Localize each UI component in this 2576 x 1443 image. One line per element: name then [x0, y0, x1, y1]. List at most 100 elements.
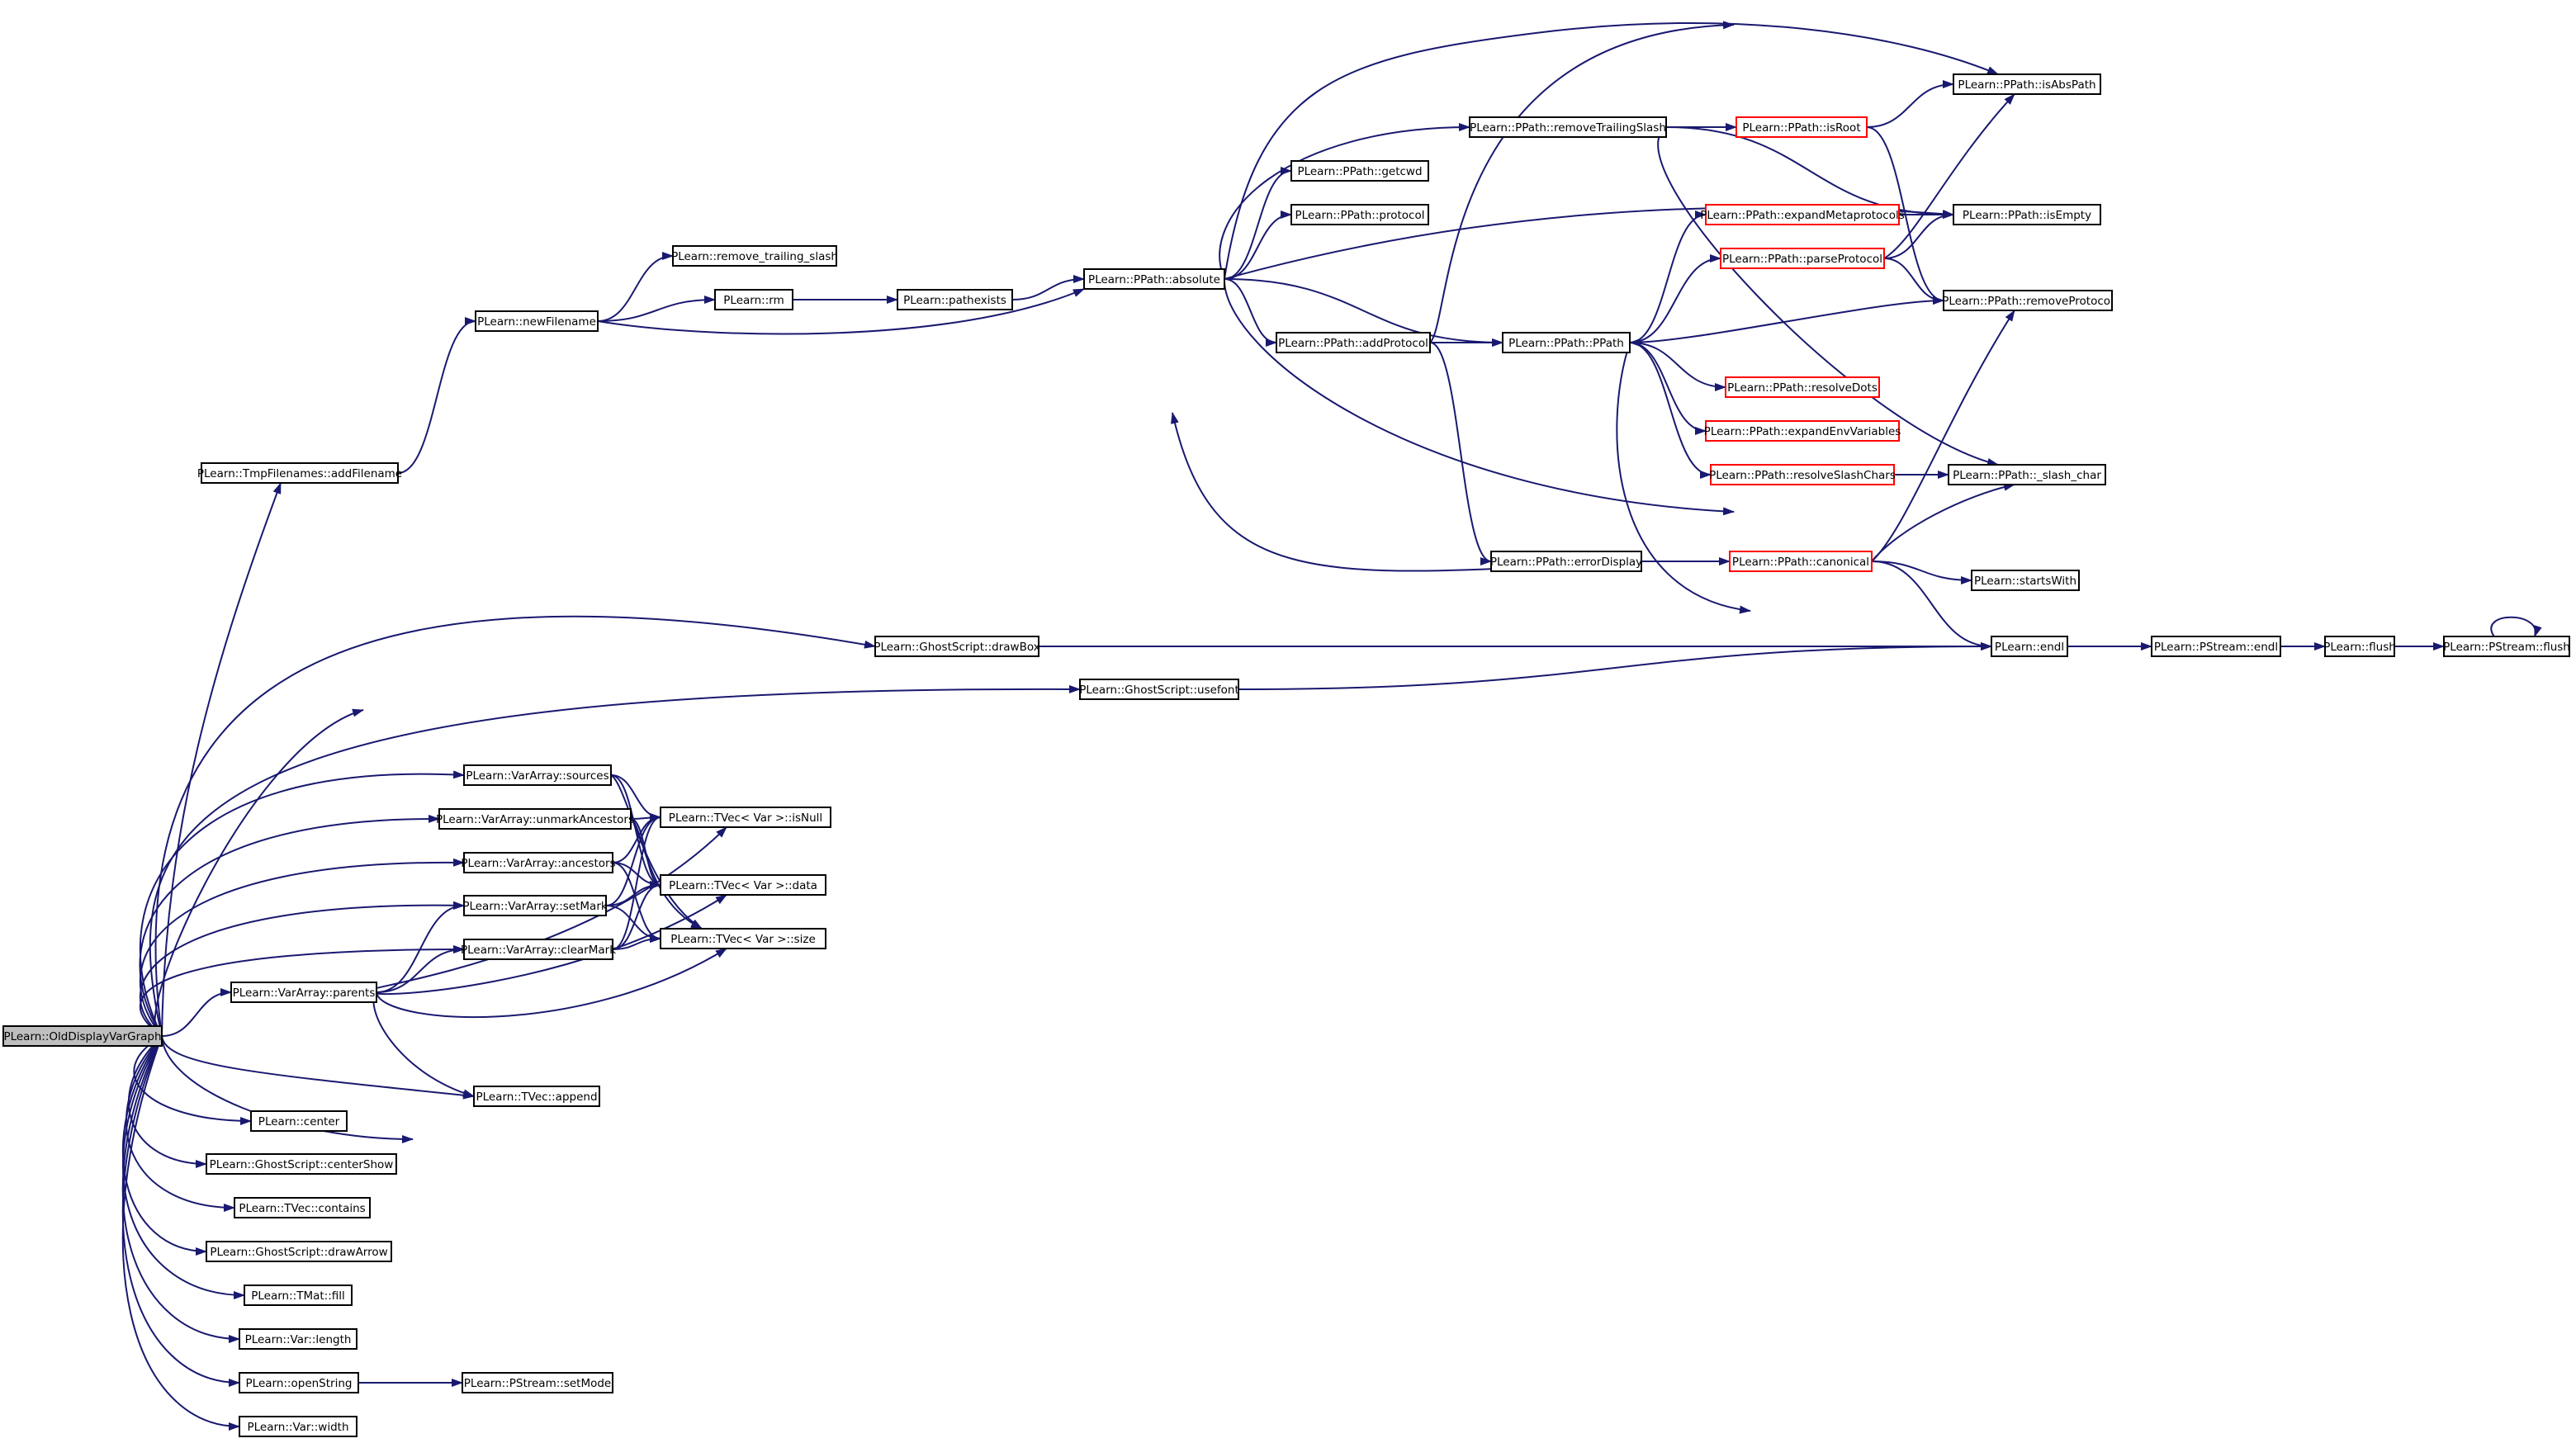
node-unmark[interactable]: PLearn::VarArray::unmarkAncestors	[436, 808, 634, 830]
edge-addprotocol-to-errordisplay	[1429, 342, 1492, 565]
node-label: PLearn::PPath::errorDisplay	[1490, 556, 1642, 569]
node-parents[interactable]: PLearn::VarArray::parents	[230, 982, 377, 1003]
node-contains[interactable]: PLearn::TVec::contains	[234, 1197, 371, 1218]
node-drawarrow[interactable]: PLearn::GhostScript::drawArrow	[206, 1241, 392, 1262]
node-data[interactable]: PLearn::TVec< Var >::data	[660, 874, 826, 896]
node-label: PLearn::flush	[2323, 641, 2396, 654]
node-label: PLearn::PStream::endl	[2154, 641, 2278, 654]
node-openstring[interactable]: PLearn::openString	[239, 1372, 359, 1393]
node-box	[660, 874, 826, 896]
node-center[interactable]: PLearn::center	[250, 1110, 348, 1132]
node-pathexists[interactable]: PLearn::pathexists	[897, 289, 1013, 310]
node-slashchar[interactable]: PLearn::PPath::_slash_char	[1948, 464, 2106, 485]
node-label: PLearn::TMat::fill	[251, 1289, 345, 1303]
node-label: PLearn::PPath::resolveSlashChars	[1709, 469, 1896, 482]
node-sources[interactable]: PLearn::VarArray::sources	[463, 764, 612, 786]
node-append[interactable]: PLearn::TVec::append	[473, 1086, 600, 1107]
node-flush[interactable]: PLearn::flush	[2323, 636, 2396, 657]
node-label: PLearn::PPath::protocol	[1295, 209, 1425, 222]
node-isempty[interactable]: PLearn::PPath::isEmpty	[1953, 204, 2101, 225]
node-size[interactable]: PLearn::TVec< Var >::size	[660, 928, 826, 949]
node-layer: PLearn::OldDisplayVarGraph PLearn::TmpFil…	[2, 73, 2570, 1437]
edge-old_display-to-ancestors	[139, 858, 465, 1037]
node-rm[interactable]: PLearn::rm	[714, 289, 793, 310]
node-box	[1953, 204, 2101, 225]
node-expandmeta[interactable]: PLearn::PPath::expandMetaprotocols	[1700, 204, 1905, 225]
node-label: PLearn::TVec< Var >::size	[670, 933, 816, 946]
node-label: PLearn::PPath::absolute	[1088, 273, 1220, 286]
edge-old_display-to-tmpfn_add	[161, 482, 282, 1037]
node-resolvedots[interactable]: PLearn::PPath::resolveDots	[1725, 376, 1880, 398]
node-ppath[interactable]: PLearn::PPath::PPath	[1502, 332, 1631, 353]
node-box	[2151, 636, 2281, 657]
node-varlength[interactable]: PLearn::Var::length	[239, 1328, 358, 1350]
node-box	[475, 310, 599, 332]
node-errordisplay[interactable]: PLearn::PPath::errorDisplay	[1490, 551, 1642, 572]
node-box	[1948, 464, 2106, 485]
edge-old_display-to-parents	[161, 988, 232, 1037]
node-canonical[interactable]: PLearn::PPath::canonical	[1729, 551, 1873, 572]
node-pstream_endl[interactable]: PLearn::PStream::endl	[2151, 636, 2281, 657]
node-protocol[interactable]: PLearn::PPath::protocol	[1290, 204, 1429, 225]
node-box	[239, 1416, 358, 1437]
node-usefont[interactable]: PLearn::GhostScript::usefont	[1079, 679, 1239, 700]
node-label: PLearn::pathexists	[903, 294, 1006, 307]
node-isroot[interactable]: PLearn::PPath::isRoot	[1735, 116, 1868, 138]
node-box	[1469, 116, 1667, 138]
node-label: PLearn::TVec::contains	[239, 1202, 365, 1215]
edge-parents-to-clearmark	[376, 945, 465, 993]
node-absolute[interactable]: PLearn::PPath::absolute	[1083, 268, 1225, 290]
node-newfilename[interactable]: PLearn::newFilename	[475, 310, 599, 332]
node-parseprotocol[interactable]: PLearn::PPath::parseProtocol	[1720, 248, 1885, 269]
node-resolveslash[interactable]: PLearn::PPath::resolveSlashChars	[1709, 464, 1896, 485]
node-tmatfill[interactable]: PLearn::TMat::fill	[244, 1285, 353, 1306]
node-ancestors[interactable]: PLearn::VarArray::ancestors	[461, 852, 616, 873]
node-label: PLearn::TmpFilenames::addFilename	[197, 467, 402, 480]
node-drawbox[interactable]: PLearn::GhostScript::drawBox	[874, 636, 1040, 657]
node-removeprotocol[interactable]: PLearn::PPath::removeProtocol	[1942, 290, 2114, 311]
node-tmpfn_add[interactable]: PLearn::TmpFilenames::addFilename	[197, 462, 402, 484]
node-getcwd[interactable]: PLearn::PPath::getcwd	[1290, 160, 1429, 182]
node-box	[672, 245, 837, 267]
edge-ppath-to-resolveslash	[1629, 342, 1712, 479]
node-box	[1725, 376, 1880, 398]
edge-absolute-to-slashchar	[1223, 278, 1735, 516]
edge-removetrailingslash-to-slashchar	[1657, 126, 1999, 466]
node-isnull[interactable]: PLearn::TVec< Var >::isNull	[660, 807, 831, 828]
node-box	[244, 1285, 353, 1306]
edge-removeprotocol-to-ppath	[1629, 300, 1944, 347]
node-label: PLearn::VarArray::setMark	[462, 900, 608, 913]
node-setmode[interactable]: PLearn::PStream::setMode	[462, 1372, 613, 1393]
node-label: PLearn::PPath::canonical	[1732, 556, 1869, 569]
node-label: PLearn::VarArray::clearMark	[461, 944, 616, 957]
edge-old_display-to-setmark	[139, 901, 465, 1037]
node-label: PLearn::VarArray::unmarkAncestors	[436, 813, 634, 826]
edge-absolute-to-ppath	[1224, 278, 1503, 347]
node-endl[interactable]: PLearn::endl	[1991, 636, 2068, 657]
edge-absolute-to-addprotocol	[1224, 278, 1277, 347]
node-startswith[interactable]: PLearn::startsWith	[1971, 570, 2080, 591]
node-isabspath[interactable]: PLearn::PPath::isAbsPath	[1953, 73, 2101, 95]
node-box	[660, 928, 826, 949]
node-box	[239, 1372, 359, 1393]
node-label: PLearn::rm	[723, 294, 784, 307]
node-box	[438, 808, 632, 830]
node-box	[2443, 636, 2570, 657]
node-box	[463, 939, 613, 960]
node-expandenv[interactable]: PLearn::PPath::expandEnvVariables	[1704, 420, 1901, 442]
node-old_display: PLearn::OldDisplayVarGraph	[2, 1025, 163, 1047]
node-pstream_flush[interactable]: PLearn::PStream::flush	[2443, 636, 2570, 657]
node-addprotocol[interactable]: PLearn::PPath::addProtocol	[1276, 332, 1431, 353]
node-removetrailingslash[interactable]: PLearn::PPath::removeTrailingSlash	[1469, 116, 1667, 138]
node-label: PLearn::PPath::removeProtocol	[1942, 295, 2114, 308]
edge-parseprotocol-to-isempty	[1883, 211, 1954, 259]
node-label: PLearn::Var::width	[247, 1421, 348, 1434]
node-label: PLearn::VarArray::parents	[233, 986, 376, 1000]
node-centershow[interactable]: PLearn::GhostScript::centerShow	[206, 1153, 397, 1175]
node-label: PLearn::PStream::flush	[2443, 641, 2570, 654]
node-label: PLearn::PPath::parseProtocol	[1722, 253, 1882, 266]
node-setmark[interactable]: PLearn::VarArray::setMark	[462, 895, 608, 916]
node-remove_trailing_slash[interactable]: PLearn::remove_trailing_slash	[671, 245, 838, 267]
node-varwidth[interactable]: PLearn::Var::width	[239, 1416, 358, 1437]
node-clearmark[interactable]: PLearn::VarArray::clearMark	[461, 939, 616, 960]
